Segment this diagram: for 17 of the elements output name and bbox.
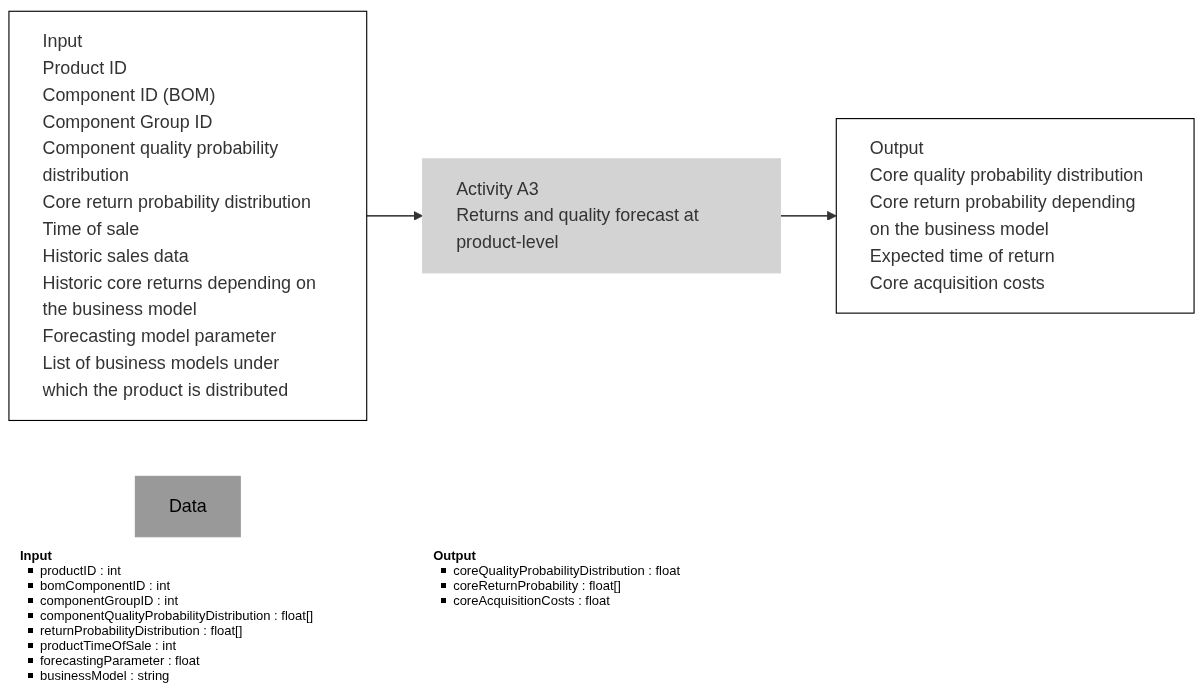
data-field-item: productTimeOfSale : int [40, 638, 177, 653]
data-field-item: returnProbabilityDistribution : float[] [40, 623, 243, 638]
data-field-item: componentQualityProbabilityDistribution : float[] [40, 608, 314, 623]
data-field-item: coreQualityProbabilityDistribution : float [453, 563, 681, 578]
data-field-item: forecastingParameter : float [40, 653, 200, 668]
data-field-item: coreReturnProbability : float[] [453, 578, 621, 593]
node-box: Activity A3 Returns and quality forecast at product-level [422, 158, 781, 274]
node-box: Data [134, 475, 241, 538]
list-heading: Output [433, 548, 477, 563]
data-field-item: businessModel : string [40, 668, 170, 683]
list-heading: Input [20, 548, 53, 563]
data-field-item: coreAcquisitionCosts : float [453, 593, 610, 608]
data-field-item: bomComponentID : int [40, 578, 171, 593]
node-box: Input Product ID Component ID (BOM) Component Group ID Component quality probability distribution Core return probability distribution Time of sale Historic sales data Historic core returns depending on the business model Forecasting model parameter List of business models under which the product is distributed [8, 10, 368, 421]
data-field-item: componentGroupID : int [40, 593, 179, 608]
data-field-item: productID : int [40, 563, 121, 578]
node-box: Output Core quality probability distribution Core return probability depending on the business model Expected time of return Core acquisition costs [835, 118, 1195, 314]
